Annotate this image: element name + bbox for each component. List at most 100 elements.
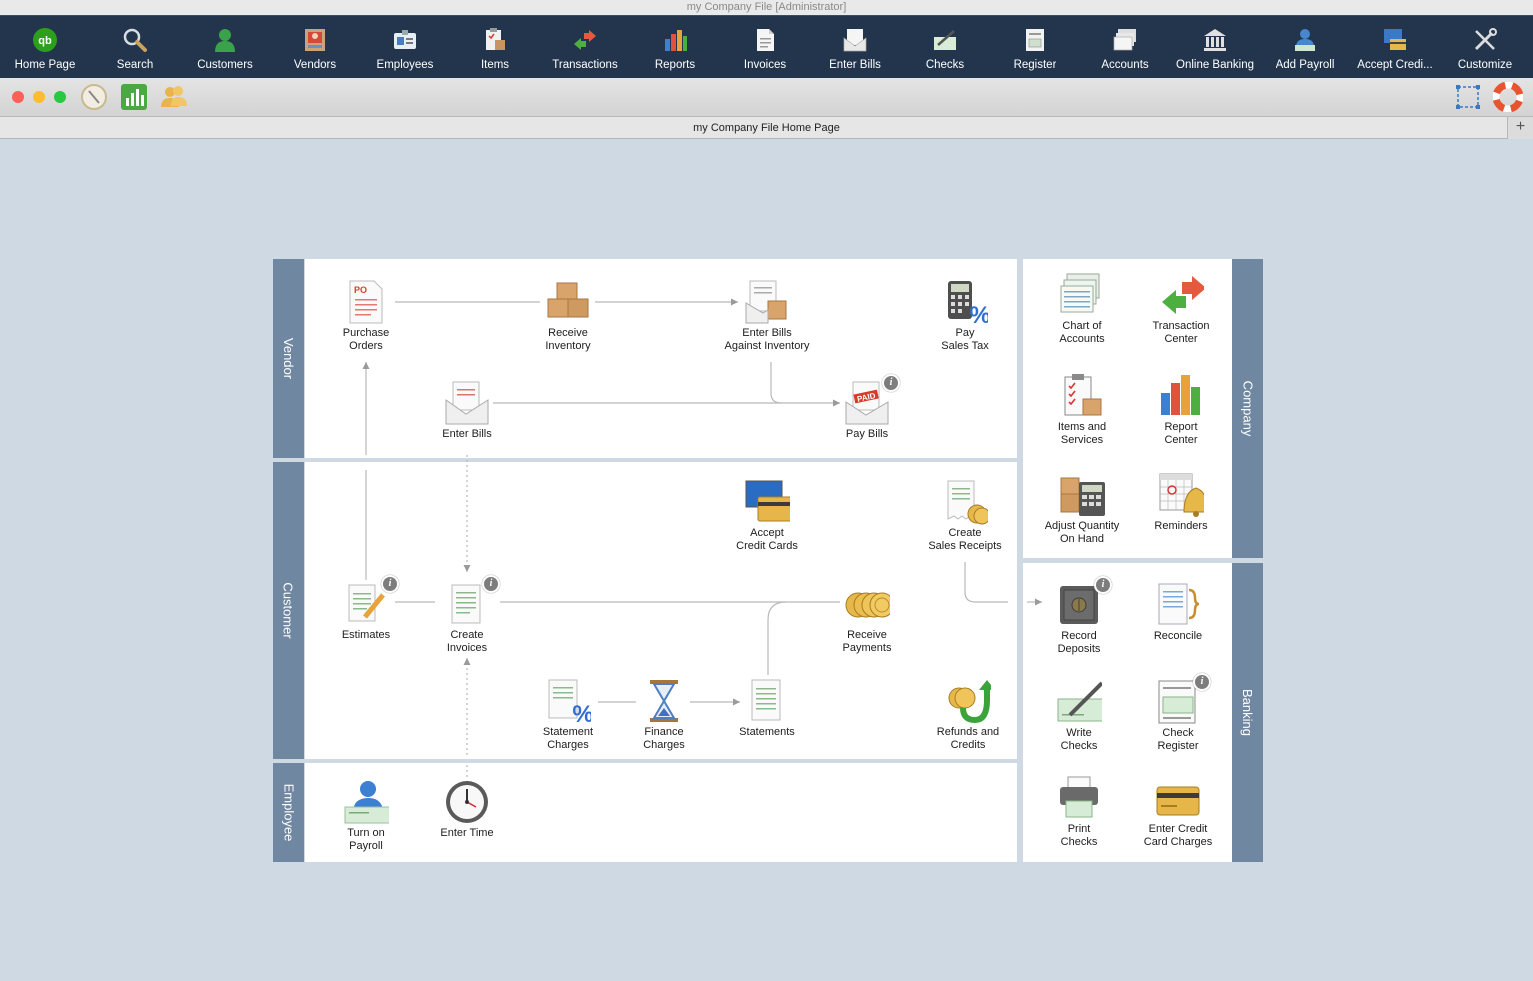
employee-panel (305, 763, 1017, 862)
banking-section-label: Banking (1232, 563, 1263, 862)
pay-bills-info-badge[interactable]: i (882, 374, 900, 392)
bill-envelope-icon (842, 27, 868, 53)
estimates-info-badge[interactable]: i (381, 575, 399, 593)
chart-of-accounts-node[interactable]: Chart of Accounts (1027, 272, 1137, 346)
minimize-window-button[interactable] (33, 91, 45, 103)
statement-charges-node[interactable]: % Statement Charges (513, 678, 623, 752)
calculator-percent-icon: % (942, 279, 988, 325)
register-icon (1022, 27, 1048, 53)
adjust-quantity-on-hand-node[interactable]: Adjust Quantity On Hand (1027, 472, 1137, 546)
insights-chart-icon[interactable] (119, 82, 149, 112)
pay-sales-tax-node[interactable]: % Pay Sales Tax (910, 279, 1020, 353)
create-invoices-node[interactable]: i Create Invoices (412, 575, 522, 655)
window-title: my Company File [Administrator] (686, 1, 847, 13)
toolbar-invoices-button[interactable]: Invoices (720, 16, 810, 79)
help-lifebuoy-icon[interactable] (1493, 82, 1523, 112)
credit-card-monitor-icon (744, 479, 790, 525)
receive-inventory-node[interactable]: Receive Inventory (513, 279, 623, 353)
home-page-tab[interactable]: my Company File Home Page + (0, 117, 1533, 139)
toolbar-reports-button[interactable]: Reports (630, 16, 720, 79)
close-window-button[interactable] (12, 91, 24, 103)
toolbar-checks-button[interactable]: Checks (900, 16, 990, 79)
write-checks-node[interactable]: Write Checks (1024, 679, 1134, 753)
enter-credit-card-charges-node[interactable]: Enter Credit Card Charges (1123, 775, 1233, 849)
create-invoices-info-badge[interactable]: i (482, 575, 500, 593)
chart-of-accounts-icon (1059, 272, 1105, 318)
vendor-panel (305, 259, 1017, 458)
adjust-quantity-icon (1059, 472, 1105, 518)
toolbar-transactions-button[interactable]: Transactions (540, 16, 630, 79)
transaction-center-node[interactable]: Transaction Center (1126, 272, 1236, 346)
enter-bills-against-inventory-node[interactable]: Enter Bills Against Inventory (712, 279, 822, 353)
credit-card-icon (1155, 775, 1201, 821)
svg-text:%: % (969, 302, 988, 325)
invoice-icon: i (444, 575, 500, 627)
add-tab-button[interactable]: + (1507, 117, 1533, 139)
toolbar-vendors-button[interactable]: Vendors (270, 16, 360, 79)
receive-payments-node[interactable]: Receive Payments (812, 581, 922, 655)
hourglass-icon (641, 678, 687, 724)
compass-icon[interactable] (79, 82, 109, 112)
toolbar-accept-credit-button[interactable]: Accept Credi... (1350, 16, 1440, 79)
finance-charges-node[interactable]: Finance Charges (609, 678, 719, 752)
customer-section-label: Customer (273, 462, 304, 759)
safe-icon: i (1056, 576, 1112, 628)
svg-text:qb: qb (38, 35, 52, 47)
inventory-boxes-icon (545, 279, 591, 325)
users-icon[interactable] (159, 82, 189, 112)
record-deposits-node[interactable]: i Record Deposits (1024, 576, 1134, 656)
toolbar-employees-button[interactable]: Employees (360, 16, 450, 79)
check-pen-icon (932, 27, 958, 53)
reconcile-document-icon (1155, 582, 1201, 628)
toolbar-search-button[interactable]: Search (90, 16, 180, 79)
toolbar-accounts-button[interactable]: Accounts (1080, 16, 1170, 79)
calendar-bell-icon (1158, 472, 1204, 518)
check-register-node[interactable]: i Check Register (1123, 673, 1233, 753)
home-page-tab-title: my Company File Home Page (693, 122, 840, 134)
record-deposits-info-badge[interactable]: i (1094, 576, 1112, 594)
refunds-and-credits-node[interactable]: Refunds and Credits (913, 678, 1023, 752)
turn-on-payroll-node[interactable]: Turn on Payroll (311, 779, 421, 853)
report-center-node[interactable]: Report Center (1126, 373, 1236, 447)
toolbar-customers-button[interactable]: Customers (180, 16, 270, 79)
zoom-window-button[interactable] (54, 91, 66, 103)
reconcile-node[interactable]: Reconcile (1123, 582, 1233, 643)
purchase-order-icon: PO (343, 279, 389, 325)
toolbar-enter-bills-button[interactable]: Enter Bills (810, 16, 900, 79)
employee-section-label: Employee (273, 763, 304, 862)
transaction-center-icon (1158, 272, 1204, 318)
statements-node[interactable]: Statements (712, 678, 822, 739)
estimates-node[interactable]: i Estimates (311, 575, 421, 642)
check-register-icon: i (1155, 673, 1211, 725)
toolbar-customize-button[interactable]: Customize (1440, 16, 1530, 79)
secondary-toolbar (0, 78, 1533, 117)
toolbar-register-button[interactable]: Register (990, 16, 1080, 79)
bank-building-icon (1202, 27, 1228, 53)
quickbooks-logo-icon: qb (32, 27, 58, 53)
svg-text:%: % (572, 701, 591, 724)
enter-bills-node[interactable]: Enter Bills (412, 380, 522, 441)
pay-bills-node[interactable]: PAID i Pay Bills (812, 374, 922, 441)
svg-text:PO: PO (354, 285, 367, 295)
check-register-info-badge[interactable]: i (1193, 673, 1211, 691)
accept-credit-cards-node[interactable]: Accept Credit Cards (712, 479, 822, 553)
sales-receipt-icon (942, 479, 988, 525)
svg-text:PAID: PAID (856, 391, 876, 404)
toolbar-items-button[interactable]: Items (450, 16, 540, 79)
reports-bars-icon (662, 27, 688, 53)
print-checks-node[interactable]: Print Checks (1024, 775, 1134, 849)
invoice-document-icon (752, 27, 778, 53)
magnifier-icon (122, 27, 148, 53)
toolbar-home-page-button[interactable]: qb Home Page (0, 16, 90, 79)
reminders-node[interactable]: Reminders (1126, 472, 1236, 533)
toolbar-add-payroll-button[interactable]: Add Payroll (1260, 16, 1350, 79)
create-sales-receipts-node[interactable]: Create Sales Receipts (910, 479, 1020, 553)
fullscreen-icon[interactable] (1453, 82, 1483, 112)
credit-card-screen-icon (1382, 27, 1408, 53)
purchase-orders-node[interactable]: PO Purchase Orders (311, 279, 421, 353)
toolbar-online-banking-button[interactable]: Online Banking (1170, 16, 1260, 79)
statement-charges-icon: % (545, 678, 591, 724)
items-checklist-icon (1059, 373, 1105, 419)
items-and-services-node[interactable]: Items and Services (1027, 373, 1137, 447)
enter-time-node[interactable]: Enter Time (412, 779, 522, 840)
